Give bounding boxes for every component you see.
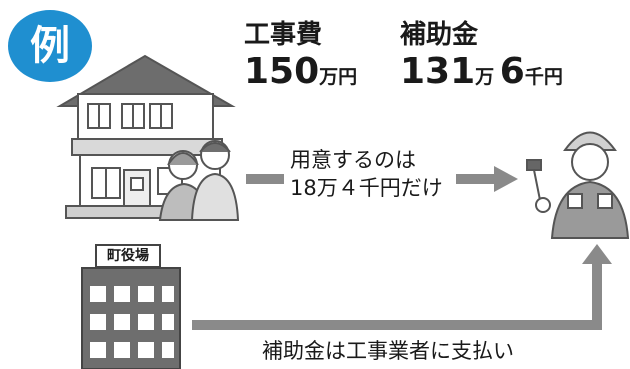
owner-share-line1: 用意するのは	[290, 148, 416, 172]
arrow-to-worker	[246, 166, 518, 192]
subsidy-unit-man: 万	[475, 66, 495, 88]
subsidy-label: 補助金	[400, 20, 479, 50]
subsidy-amount: 131万 6千円	[400, 54, 563, 90]
town-hall-sign: 町役場	[107, 248, 149, 264]
worker-icon	[526, 131, 630, 239]
owner-share-line2: 18万４千円だけ	[290, 176, 443, 200]
example-badge-text: 例	[30, 23, 70, 69]
example-badge: 例	[8, 10, 92, 82]
cost-amount: 150万円	[244, 54, 357, 90]
subsidy-unit-sen: 千円	[524, 66, 563, 88]
subsidy-number-sen: 6	[499, 51, 525, 92]
payment-note: 補助金は工事業者に支払い	[262, 339, 514, 363]
cost-label: 工事費	[244, 20, 323, 50]
town-hall-icon	[81, 244, 181, 369]
subsidy-number-man: 131	[400, 51, 476, 92]
cost-number: 150	[244, 51, 320, 92]
cost-unit: 万円	[319, 66, 358, 88]
payment-arrow	[192, 244, 612, 330]
couple-icon	[158, 140, 240, 221]
